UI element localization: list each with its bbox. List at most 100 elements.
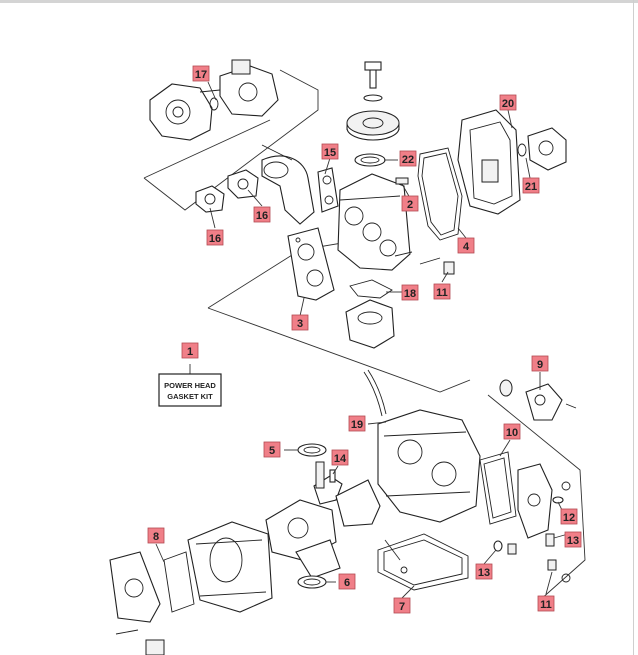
anode-cover-fitting <box>499 379 577 421</box>
callout-box <box>457 237 475 254</box>
kit-label-line2: GASKET KIT <box>167 392 213 401</box>
callout-14: 14 <box>331 449 349 466</box>
callout-4: 4 <box>457 237 475 254</box>
callout-box <box>399 150 417 167</box>
callout-box <box>263 441 281 458</box>
callout-number: 7 <box>399 601 405 613</box>
callout-13: 13 <box>475 563 493 580</box>
callout-box <box>560 508 578 525</box>
callout-box <box>147 527 165 544</box>
callout-number: 20 <box>502 98 514 110</box>
callout-number: 14 <box>334 453 347 465</box>
callout-16: 16 <box>206 229 224 246</box>
callout-number: 11 <box>540 599 552 611</box>
callout-8: 8 <box>147 527 165 544</box>
callout-22: 22 <box>399 150 417 167</box>
callout-box <box>192 65 210 82</box>
oil-pan-gasket <box>377 533 469 591</box>
callout-18: 18 <box>401 284 419 301</box>
callout-13: 13 <box>564 531 582 548</box>
callout-box <box>291 314 309 331</box>
timing-pulley <box>346 61 400 141</box>
cylinder-head-cover <box>457 109 567 215</box>
callout-20: 20 <box>499 94 517 111</box>
leader-lines <box>155 81 569 599</box>
callout-21: 21 <box>522 177 540 194</box>
callout-box <box>522 177 540 194</box>
callout-box <box>348 415 366 432</box>
callout-number: 13 <box>567 535 579 547</box>
callout-box <box>537 595 555 612</box>
cylinder-head-gasket <box>287 227 335 301</box>
callout-box <box>401 284 419 301</box>
callout-11: 11 <box>433 283 451 300</box>
callout-box <box>475 563 493 580</box>
cylinder-block-upper <box>317 167 411 271</box>
right-border <box>633 0 634 655</box>
head-cover-gasket <box>417 147 463 241</box>
callout-number: 2 <box>407 199 413 211</box>
callout-17: 17 <box>192 65 210 82</box>
callout-box <box>393 597 411 614</box>
cylinder-block <box>187 521 273 613</box>
callout-19: 19 <box>348 415 366 432</box>
callout-box <box>531 355 549 372</box>
callout-box <box>433 283 451 300</box>
oil-seal-lower <box>297 575 327 589</box>
power-head-gasket-kit-box: POWER HEAD GASKET KIT <box>158 373 222 407</box>
callout-box <box>338 573 356 590</box>
callout-10: 10 <box>503 423 521 440</box>
oil-seal-upper <box>297 443 327 457</box>
callout-box <box>564 531 582 548</box>
callout-2: 2 <box>401 195 419 212</box>
exhaust-plate-gasket <box>109 551 195 655</box>
callout-9: 9 <box>531 355 549 372</box>
intake-manifold <box>195 144 315 225</box>
callout-box <box>401 195 419 212</box>
callout-number: 10 <box>506 427 518 439</box>
oil-seal <box>354 153 386 167</box>
callout-1: 1 <box>181 342 199 359</box>
crankcase <box>377 409 481 523</box>
callout-number: 6 <box>344 577 350 589</box>
callout-box <box>331 449 349 466</box>
kit-label-line1: POWER HEAD <box>164 381 216 390</box>
callout-number: 13 <box>478 567 490 579</box>
callout-6: 6 <box>338 573 356 590</box>
callout-number: 1 <box>187 346 193 358</box>
callout-box <box>499 94 517 111</box>
callout-number: 19 <box>351 419 363 431</box>
oil-hose <box>363 369 387 417</box>
carburetor-assembly <box>149 59 279 141</box>
callout-number: 5 <box>269 445 275 457</box>
callout-box <box>206 229 224 246</box>
callout-number: 4 <box>463 241 470 253</box>
callout-box <box>181 342 199 359</box>
callout-number: 22 <box>402 154 414 166</box>
thermostat-housing <box>345 251 455 349</box>
callout-number: 17 <box>195 69 207 81</box>
bolt-small <box>329 469 336 483</box>
callout-number: 8 <box>153 531 159 543</box>
callout-7: 7 <box>393 597 411 614</box>
callout-box <box>503 423 521 440</box>
callout-11: 11 <box>537 595 555 612</box>
callout-12: 12 <box>560 508 578 525</box>
exhaust-cover-gasket <box>479 451 553 539</box>
callout-number: 16 <box>209 233 221 245</box>
callout-box <box>321 143 339 160</box>
top-border <box>0 0 638 3</box>
callout-number: 12 <box>563 512 575 524</box>
callout-number: 11 <box>436 287 448 299</box>
callout-3: 3 <box>291 314 309 331</box>
crankshaft-assembly <box>265 461 381 579</box>
callout-number: 18 <box>404 288 416 300</box>
callout-number: 3 <box>297 318 303 330</box>
callout-5: 5 <box>263 441 281 458</box>
callout-number: 16 <box>256 210 268 222</box>
callout-box <box>253 206 271 223</box>
callout-number: 9 <box>537 359 543 371</box>
